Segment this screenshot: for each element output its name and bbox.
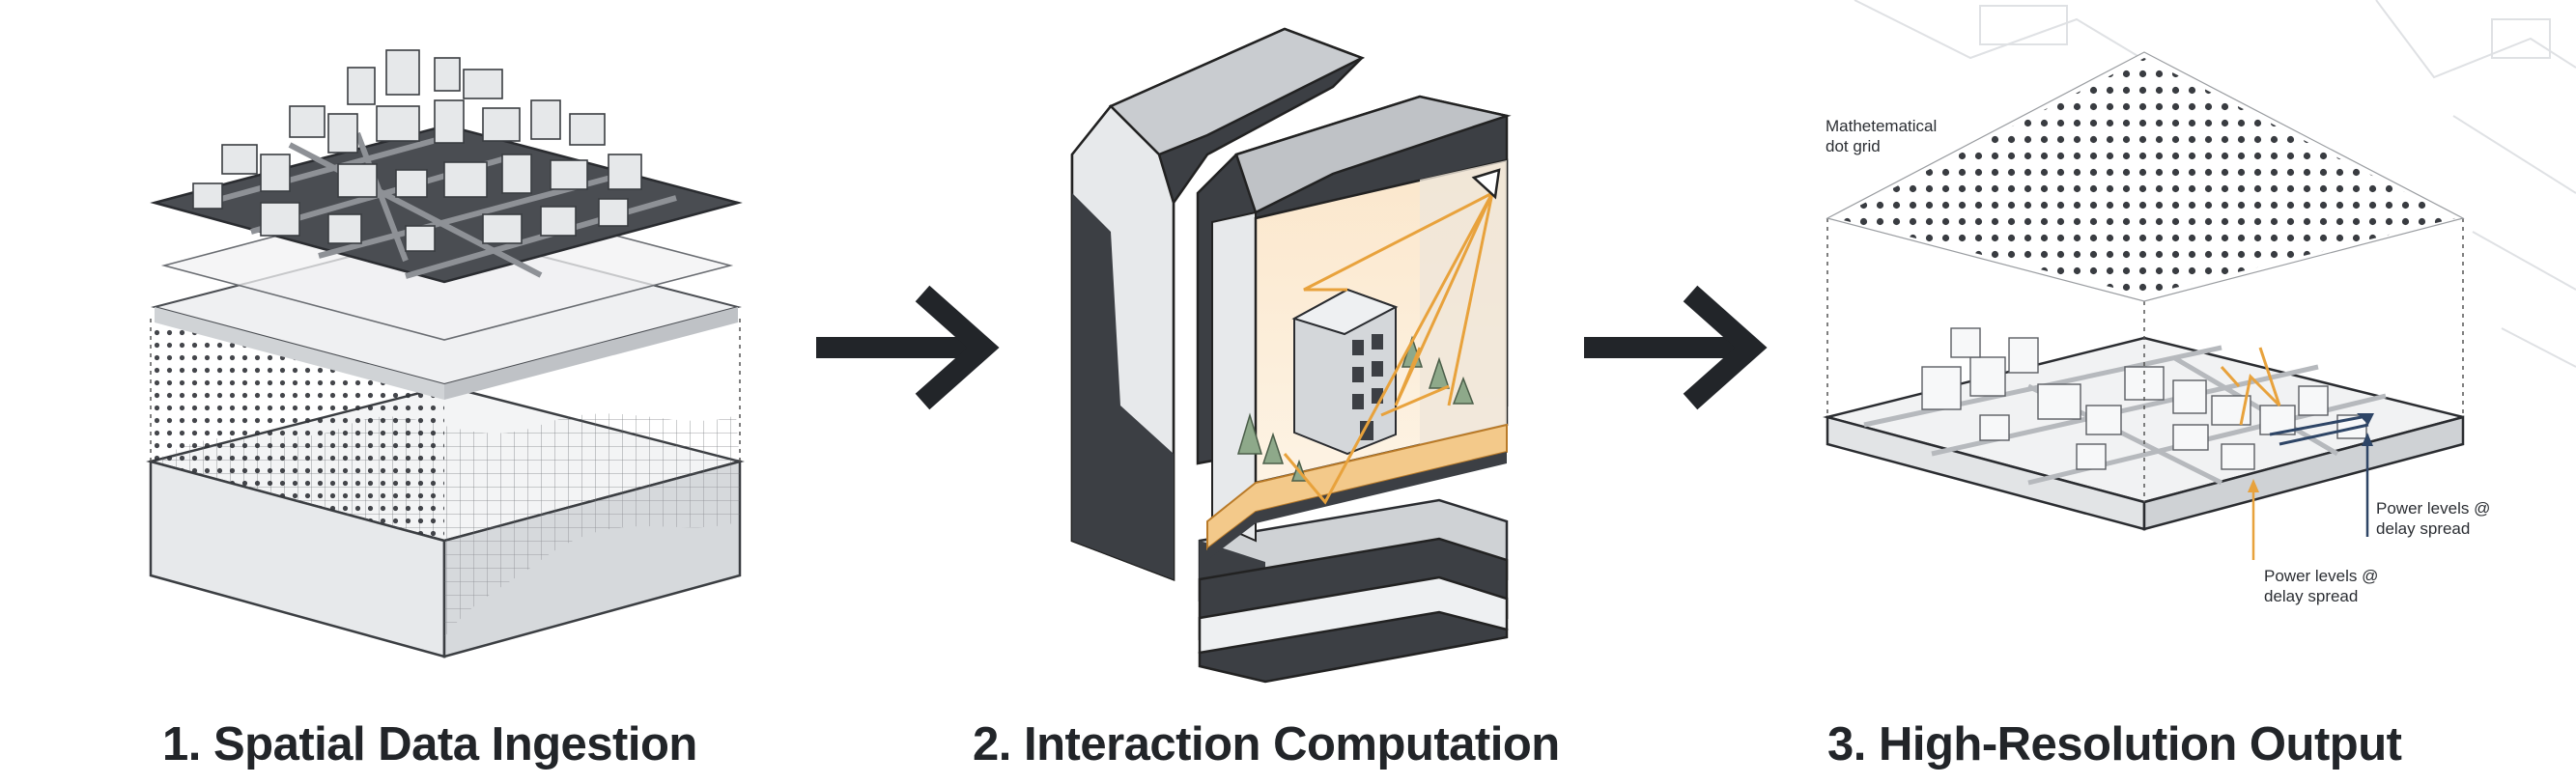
dot-grid-callout: Mathetematical dot grid: [1826, 117, 1938, 155]
step-3-caption: 3. High-Resolution Output: [1827, 718, 2402, 770]
power-levels-callout-navy: Power levels @ delay spread: [2376, 499, 2491, 538]
step-2-caption: 2. Interaction Computation: [973, 718, 1560, 770]
arrow-right-icon: [816, 285, 1000, 410]
step-1-caption: 1. Spatial Data Ingestion: [162, 718, 697, 770]
arrow-right-icon: [1584, 285, 1768, 410]
power-levels-callout-orange: Power levels @ delay spread: [2264, 567, 2379, 605]
output-illustration: [1823, 0, 2576, 560]
layer-stack-illustration: [146, 49, 745, 658]
compute-block-illustration: [1070, 27, 1512, 684]
